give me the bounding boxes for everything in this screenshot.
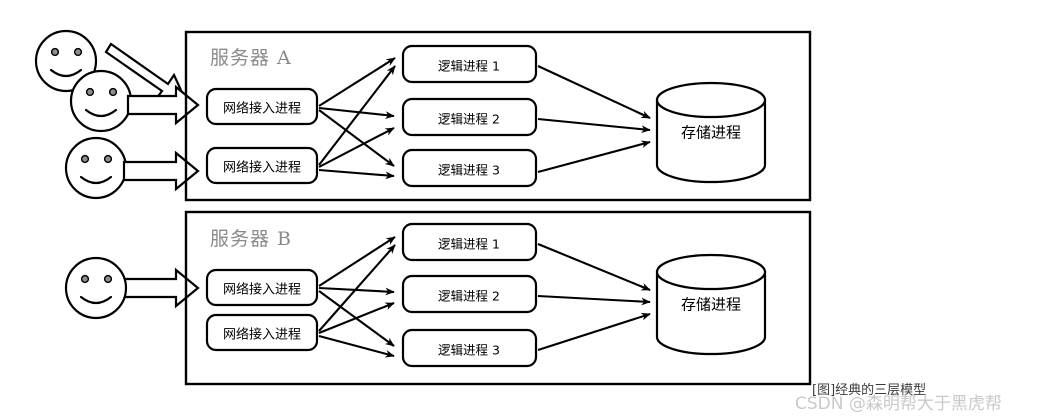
storage-cylinder-a[interactable] (655, 81, 767, 184)
server-a-frame (184, 30, 812, 202)
links-b-net2 (318, 244, 396, 358)
storage-cylinder-b[interactable] (655, 253, 767, 356)
links-a-net2 (318, 65, 396, 180)
net-process-box-b-2[interactable] (205, 313, 319, 352)
links-b-net1 (318, 236, 396, 347)
links-a-net1 (318, 57, 396, 167)
net-process-box-a-1[interactable] (205, 87, 319, 126)
logic-process-box-b-2[interactable] (401, 274, 538, 314)
logic-process-box-b-1[interactable] (401, 222, 538, 262)
links-b-logic-to-storage (537, 243, 651, 351)
net-process-box-b-1[interactable] (205, 268, 319, 307)
logic-process-box-b-3[interactable] (401, 328, 538, 368)
logic-process-box-a-1[interactable] (401, 44, 538, 84)
client-block-arrows-group (64, 42, 200, 320)
links-a-logic-to-storage (537, 65, 651, 174)
server-b-frame (184, 210, 812, 386)
client-icons-group (34, 29, 133, 200)
logic-process-box-a-3[interactable] (401, 148, 538, 188)
smiley-face-user-icon-4 (64, 256, 128, 320)
net-process-box-a-2[interactable] (205, 146, 319, 185)
smiley-face-user-icon-3 (64, 136, 128, 200)
logic-process-box-a-2[interactable] (401, 97, 538, 137)
smiley-face-user-icon-1 (34, 29, 98, 93)
smiley-face-user-icon-2 (69, 69, 133, 133)
